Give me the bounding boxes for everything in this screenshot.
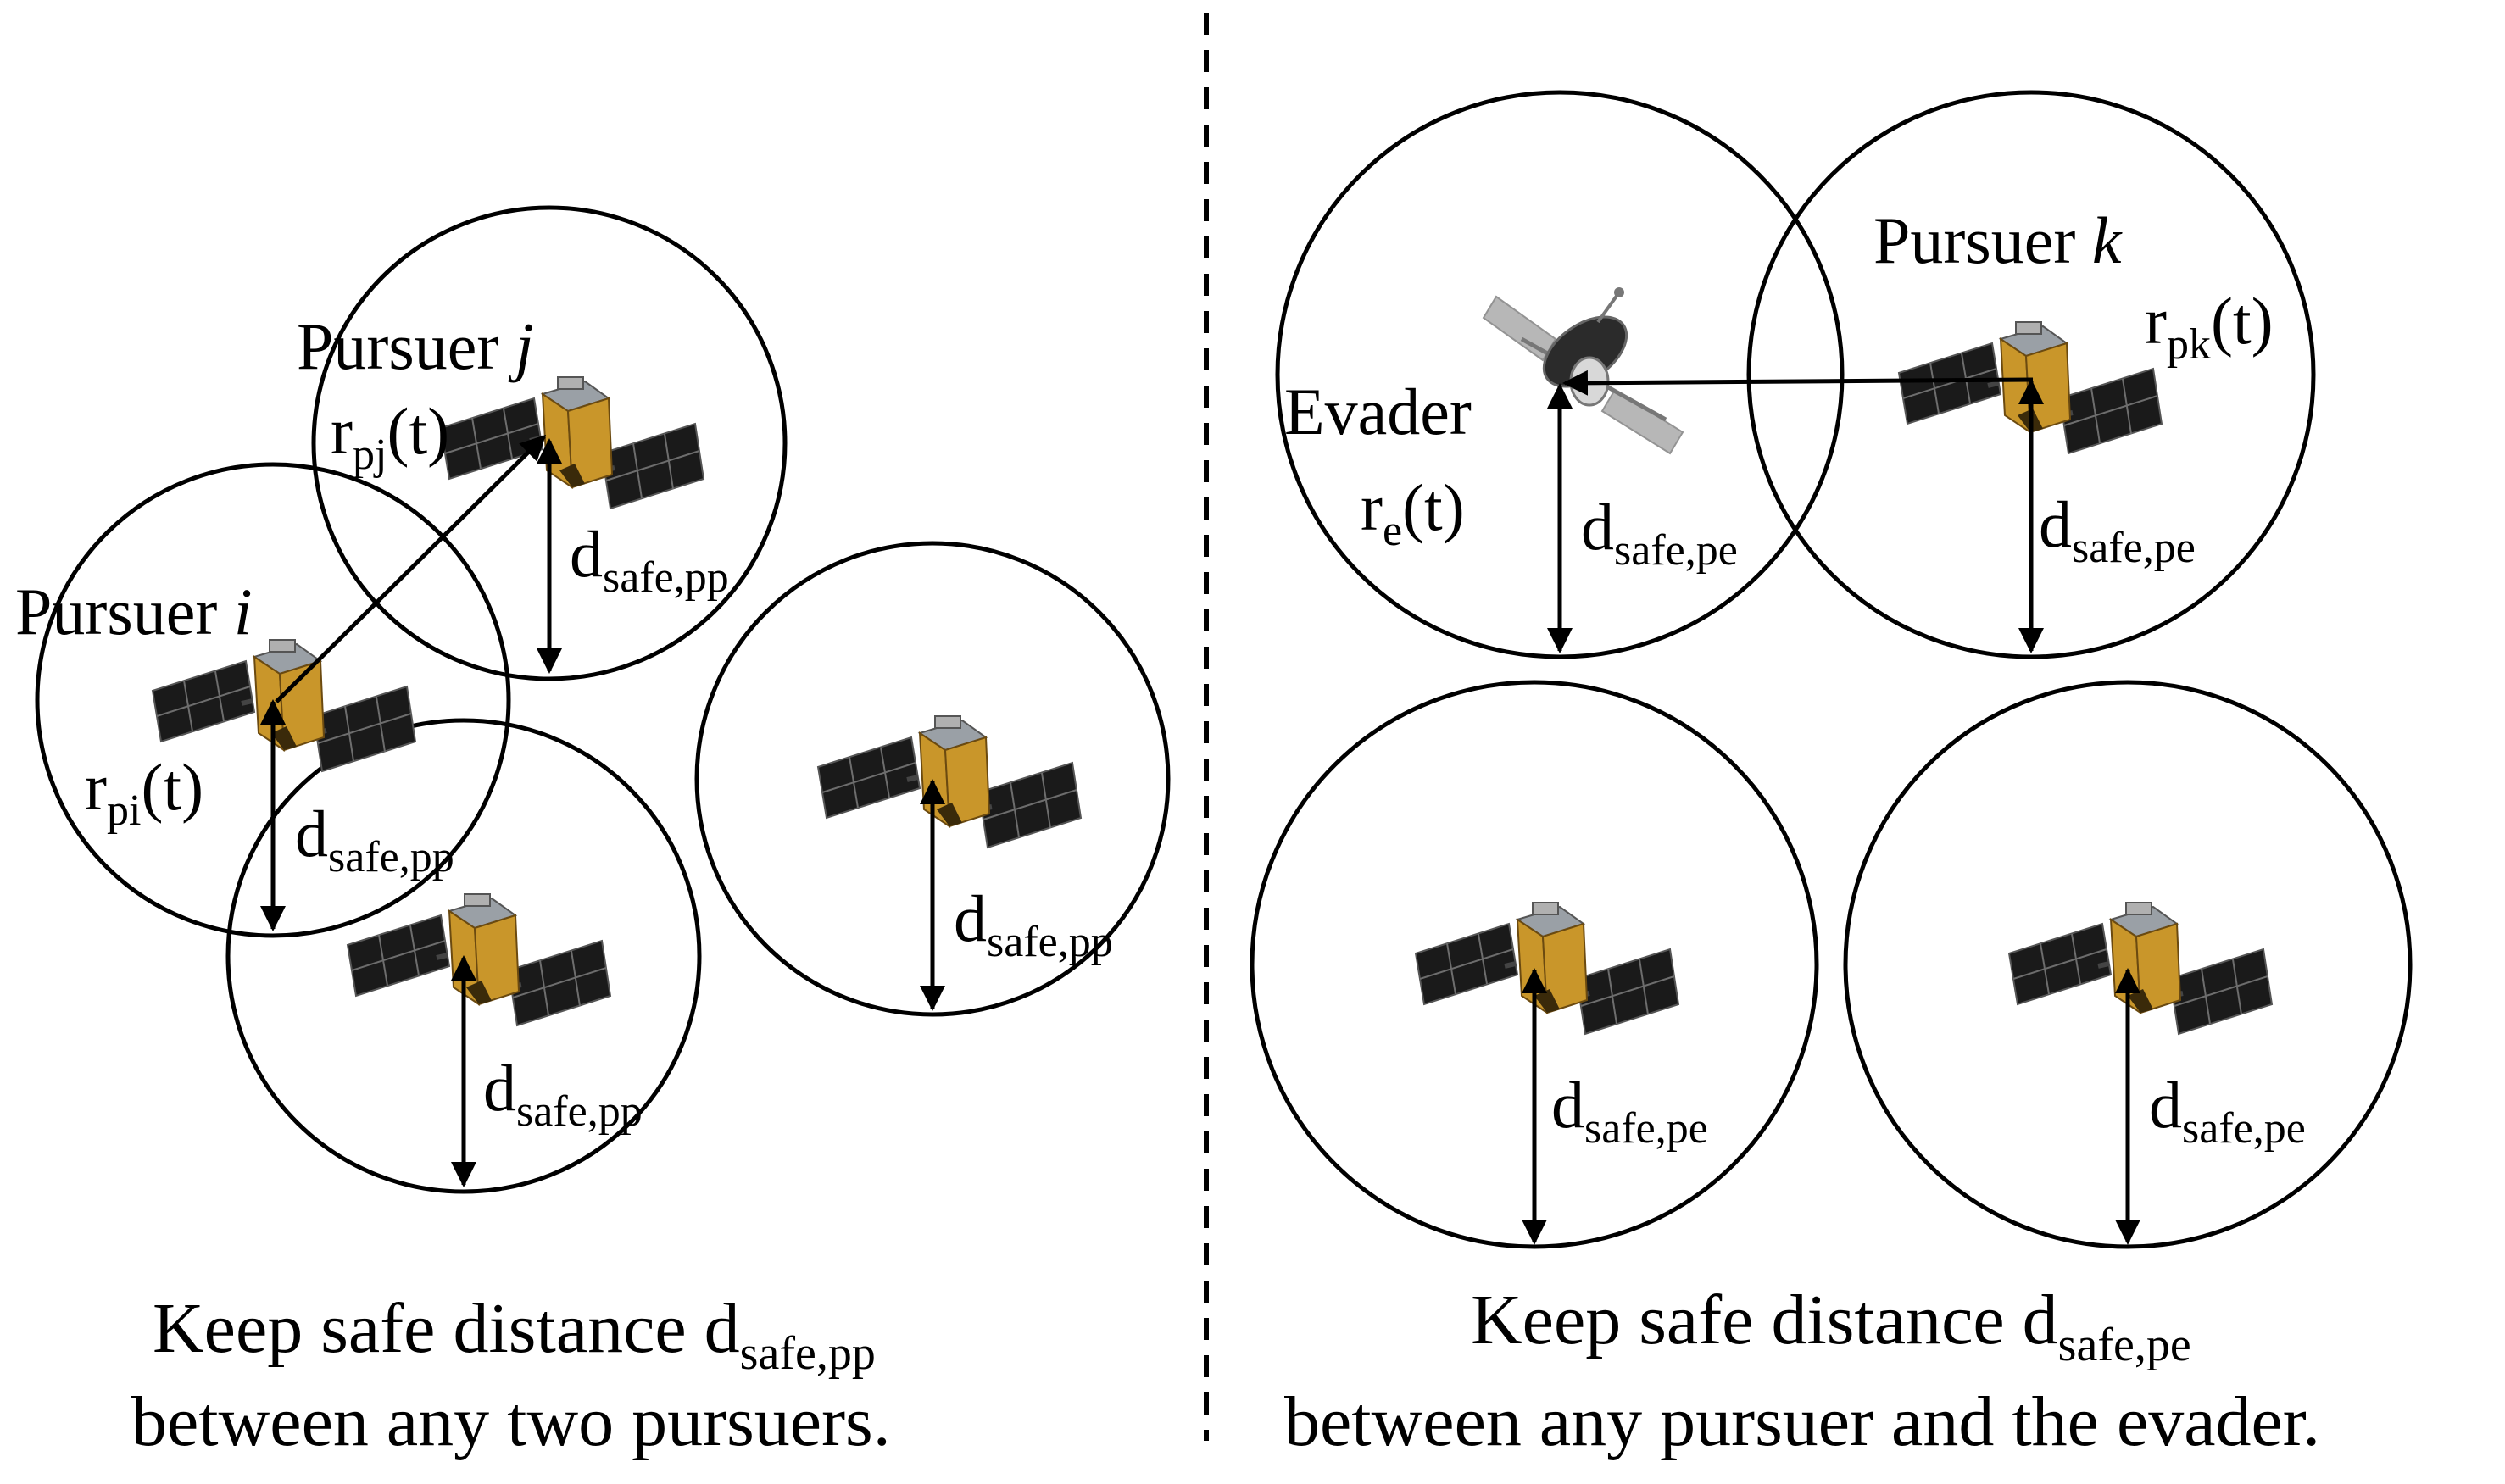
safety-circle-evader: [1275, 90, 1845, 659]
pursuer-i-position-label: rpi(t): [85, 750, 203, 835]
evader-position-label: re(t): [1361, 470, 1465, 555]
distance-label-pursuer-i: dsafe,pp: [295, 797, 454, 881]
relative-position-arrow: [275, 434, 547, 703]
distance-label-pursuer-3: dsafe,pp: [483, 1051, 643, 1136]
evader-satellite-icon: [1484, 287, 1683, 453]
distance-label-pursuer-j: dsafe,pp: [570, 517, 729, 602]
pursuer-5-satellite-icon: [1416, 903, 1678, 1034]
distance-label-pursuer-6: dsafe,pe: [2149, 1068, 2306, 1153]
right-caption-line-1: Keep safe distance dsafe,pe: [1471, 1281, 2191, 1371]
distance-label-pursuer-k: dsafe,pe: [2039, 487, 2196, 572]
pursuer-j-label: Pursuer j: [297, 309, 533, 383]
left-caption-line-1: Keep safe distance dsafe,pp: [153, 1289, 876, 1380]
pursuit-arrow: [1562, 370, 2034, 396]
safety-circle-pursuer-6: [1843, 680, 2413, 1249]
safety-circle-pursuer-k: [1746, 90, 2316, 659]
safety-circle-pursuer-j: [311, 205, 788, 681]
pursuer-j-satellite-icon: [441, 377, 704, 509]
left-panel: Pursuer j rpj(t) Pursuer i rpi(t) dsafe,…: [15, 205, 1171, 1461]
pursuer-k-label: Pursuer k: [1873, 203, 2123, 277]
evader-label: Evader: [1284, 375, 1472, 448]
left-caption-line-2: between any two pursuers.: [131, 1382, 891, 1461]
safety-circle-pursuer-4: [694, 541, 1171, 1017]
pursuer-4-satellite-icon: [818, 716, 1081, 848]
safety-circle-pursuer-3: [225, 718, 702, 1194]
pursuer-j-position-label: rpj(t): [331, 394, 449, 479]
distance-label-pursuer-5: dsafe,pe: [1551, 1068, 1708, 1153]
pursuer-k-position-label: rpk(t): [2145, 284, 2274, 369]
right-caption-line-2: between any pursuer and the evader.: [1284, 1382, 2320, 1461]
distance-label-pursuer-4: dsafe,pp: [954, 881, 1113, 966]
right-panel: Evader re(t) Pursuer k rpk(t) dsafe,pe d…: [1250, 90, 2413, 1461]
pursuer-3-satellite-icon: [348, 894, 610, 1025]
pursuer-6-satellite-icon: [2009, 903, 2272, 1034]
safety-circle-pursuer-i: [35, 462, 511, 938]
distance-label-evader: dsafe,pe: [1581, 490, 1738, 575]
pursuer-i-label: Pursuer i: [15, 575, 252, 648]
safety-circle-pursuer-5: [1250, 680, 1819, 1249]
